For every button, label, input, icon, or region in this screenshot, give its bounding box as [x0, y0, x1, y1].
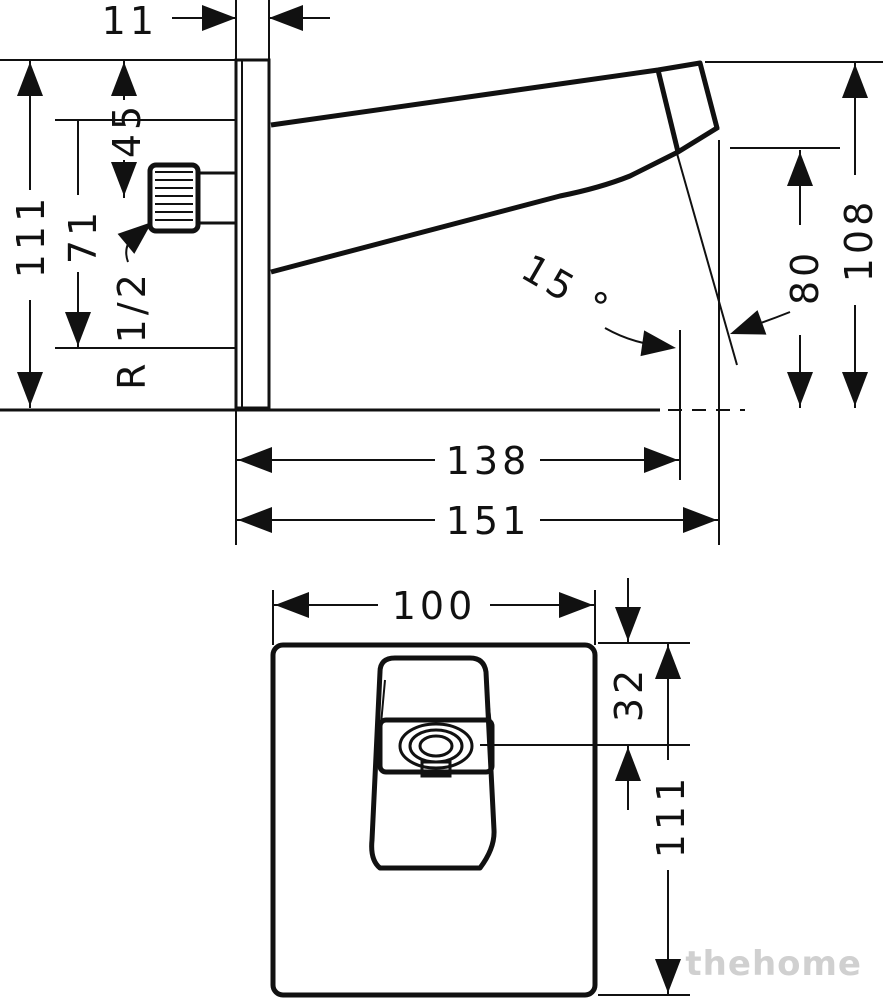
dim-wall-thickness-label: 11 [102, 0, 158, 43]
dim-connection-height: 71 [61, 120, 105, 348]
dim-thread: R 1/2 [110, 212, 161, 390]
aerator [377, 717, 495, 778]
extension-lines [0, 0, 883, 545]
dim-outlet-to-bottom-label: 111 [649, 774, 693, 859]
dim-outlet-height: 80 [783, 150, 827, 408]
connector-nut [147, 162, 238, 234]
front-view: 100 32 111 [270, 578, 693, 998]
watermark: thehome [685, 944, 862, 984]
front-extension-lines [272, 590, 690, 996]
wall-plate [234, 58, 271, 410]
dim-projection-outlet-label: 138 [446, 439, 531, 483]
dim-width: 100 [273, 584, 595, 628]
dim-spout-height: 108 [837, 62, 881, 408]
dim-thread-label: R 1/2 [110, 270, 154, 390]
spout-body [270, 60, 720, 275]
dim-outlet-offset: 45 [105, 60, 149, 198]
dim-outlet-from-top-label: 32 [607, 666, 651, 722]
dim-projection-outlet: 138 [236, 439, 680, 483]
dim-connection-height-label: 71 [61, 208, 105, 264]
dim-outlet-from-top: 32 [607, 578, 651, 810]
dim-spout-height-label: 108 [837, 198, 881, 283]
cover-plate [270, 642, 598, 998]
dim-wall-thickness: 11 [102, 0, 330, 43]
dim-outlet-to-bottom: 111 [649, 643, 693, 995]
dim-outlet-offset-label: 45 [105, 102, 149, 158]
dim-width-label: 100 [392, 584, 477, 628]
side-view: 11 111 45 71 R 1/2 [0, 0, 883, 545]
outlet-angle-line [675, 149, 738, 366]
dim-angle: 15 ° [514, 246, 791, 361]
dim-height-total: 111 [9, 60, 53, 408]
dim-projection-total: 151 [236, 499, 719, 543]
dim-projection-total-label: 151 [446, 499, 531, 543]
dim-angle-label: 15 ° [514, 246, 619, 332]
dim-height-total-label: 111 [9, 194, 53, 279]
dim-outlet-height-label: 80 [783, 249, 827, 305]
